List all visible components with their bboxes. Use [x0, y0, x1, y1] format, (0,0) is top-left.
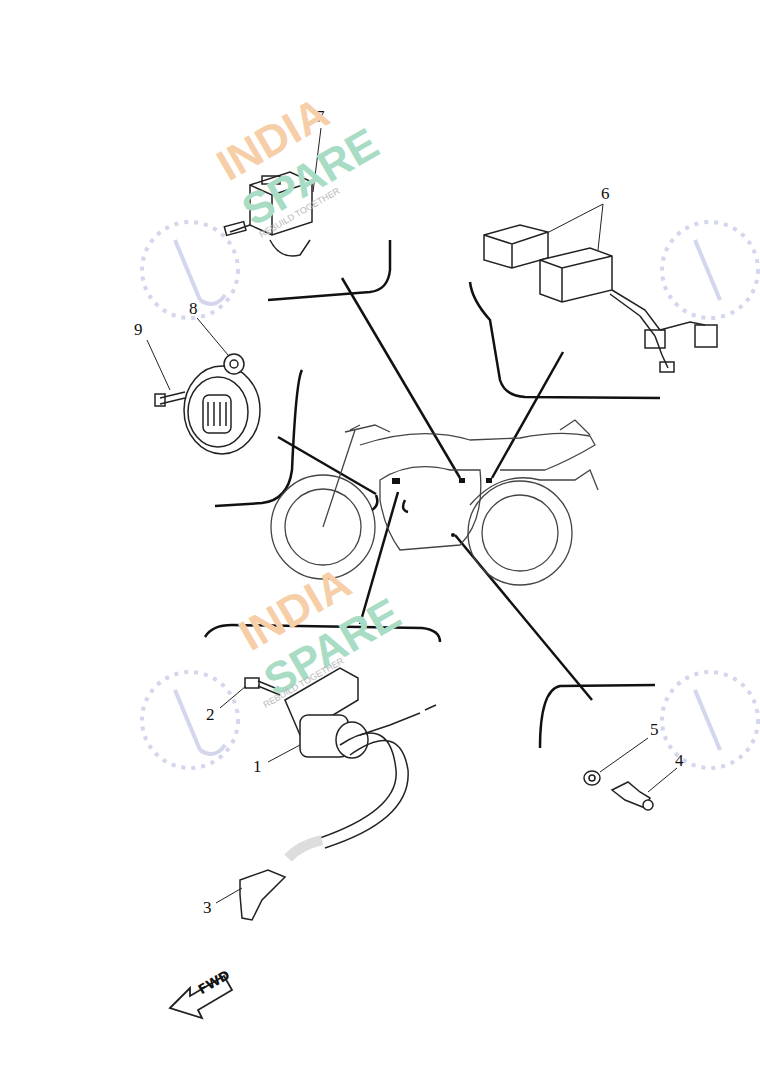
callout-number: 9 [134, 321, 143, 338]
callout-number: 4 [675, 752, 684, 769]
callout-number: 1 [253, 758, 262, 775]
callout-number: 3 [203, 899, 212, 916]
callout-number: 5 [650, 721, 659, 738]
callout-number: 8 [189, 300, 198, 317]
callout-number: 6 [601, 185, 610, 202]
callout-number: 2 [206, 706, 215, 723]
